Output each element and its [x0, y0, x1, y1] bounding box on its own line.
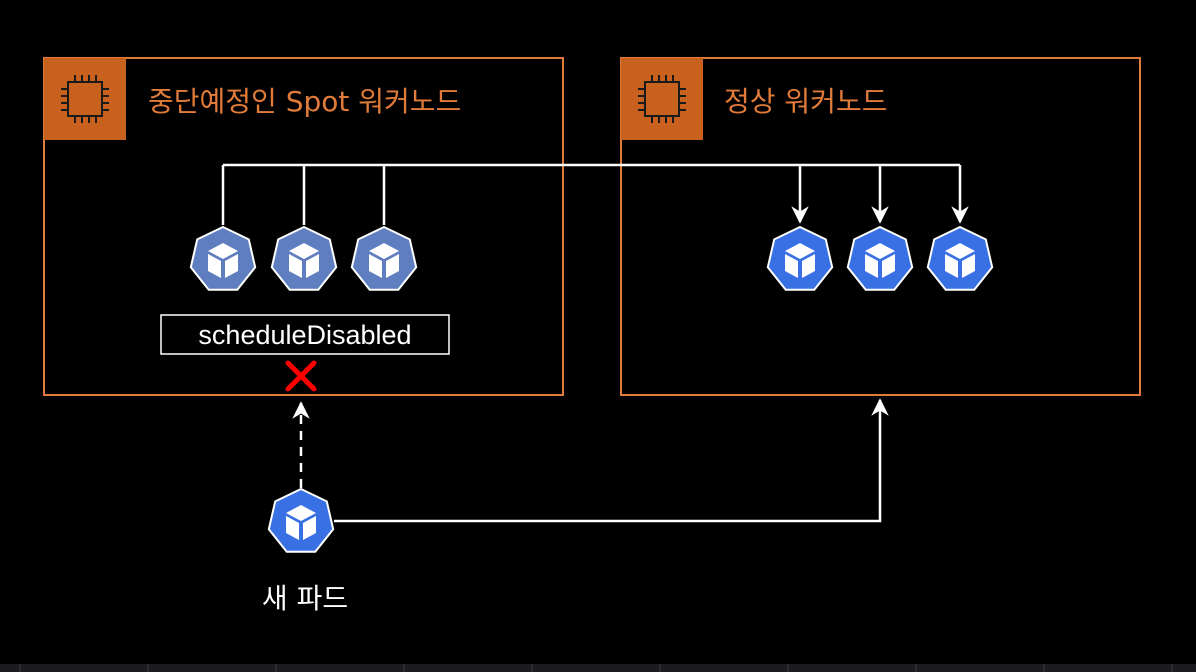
- new-pod-label: 새 파드: [262, 582, 348, 615]
- bottom-ruler: [0, 664, 1196, 672]
- kubernetes-pod-icon: [350, 226, 418, 291]
- kubernetes-pod-icon: [267, 488, 335, 553]
- normal-node-pods: [766, 226, 994, 291]
- taint-badge: scheduleDisabled: [160, 314, 450, 355]
- kubernetes-pod-icon: [189, 226, 257, 291]
- spot-worker-node: 중단예정인 Spot 워커노드: [43, 57, 564, 396]
- new-pod: 새 파드: [262, 488, 348, 615]
- taint-label: scheduleDisabled: [198, 320, 411, 350]
- kubernetes-pod-icon: [926, 226, 994, 291]
- spot-node-chip: [44, 58, 126, 140]
- normal-worker-node: 정상 워커노드: [620, 57, 1141, 396]
- pod-migration-connectors: [221, 163, 969, 225]
- blocked-x-icon: [285, 360, 317, 392]
- schedule-to-normal-arrow: [334, 398, 889, 523]
- spot-node-pods: [189, 226, 418, 291]
- spot-node-label: 중단예정인 Spot 워커노드: [148, 85, 461, 118]
- kubernetes-pod-icon: [766, 226, 834, 291]
- kubernetes-pod-icon: [846, 226, 914, 291]
- normal-node-chip: [621, 58, 703, 140]
- normal-node-label: 정상 워커노드: [724, 85, 887, 118]
- kubernetes-pod-icon: [270, 226, 338, 291]
